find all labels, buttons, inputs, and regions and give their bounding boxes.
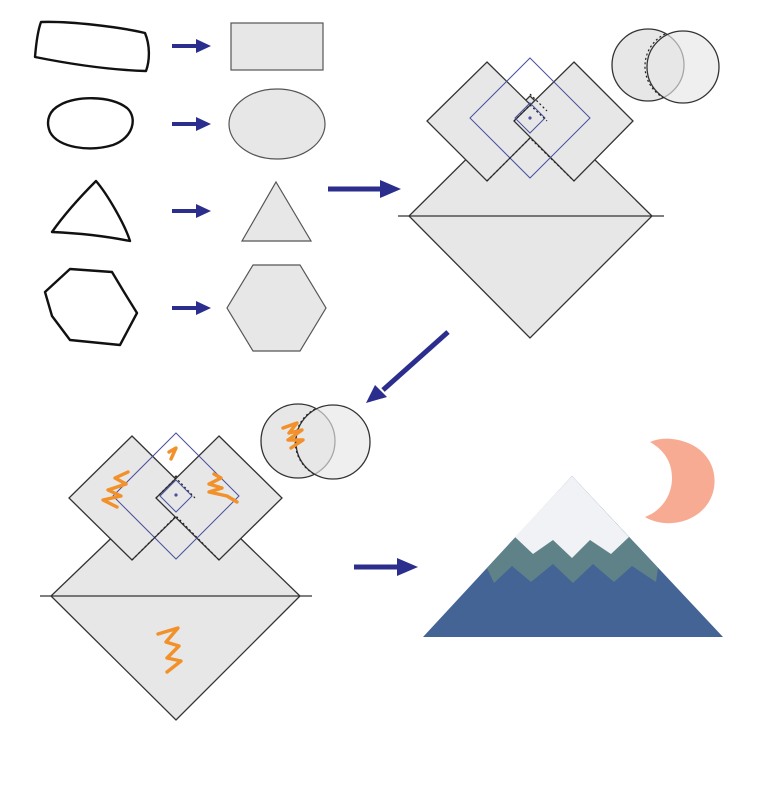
clean-rectangle bbox=[230, 22, 324, 71]
sketch-row-triangle bbox=[50, 179, 313, 243]
annotated-overlap-dotted-2 bbox=[155, 477, 196, 499]
arrow-rectangle bbox=[172, 39, 211, 53]
final-illustration bbox=[423, 438, 723, 637]
annotated-guide-center-dot bbox=[174, 493, 178, 497]
scribble-circle bbox=[281, 421, 305, 450]
annotated-venn-overlap-dotted bbox=[294, 408, 317, 476]
clean-hexagon bbox=[226, 264, 327, 352]
clean-ellipse bbox=[228, 88, 326, 160]
annotated-right-diamond bbox=[155, 435, 283, 561]
scribble-top-hook bbox=[167, 446, 178, 461]
snow-cap bbox=[515, 476, 629, 558]
rough-triangle-sketch bbox=[50, 179, 132, 243]
arrow-to-annotation bbox=[366, 330, 450, 403]
arrow-to-final bbox=[354, 558, 418, 576]
venn-circles bbox=[611, 28, 720, 104]
construction-composition bbox=[398, 28, 720, 339]
arrow-ellipse bbox=[172, 117, 211, 131]
annotated-composition bbox=[40, 403, 371, 721]
arrow-to-construction bbox=[328, 180, 401, 198]
scribble-right-diamond bbox=[207, 472, 239, 504]
guide-diamond-outer bbox=[469, 57, 591, 179]
venn-right-circle bbox=[646, 30, 720, 104]
crescent-moon bbox=[645, 438, 715, 524]
scribble-bottom-diamond bbox=[156, 626, 183, 674]
annotated-venn-circles bbox=[260, 403, 371, 480]
arrow-hexagon bbox=[172, 301, 211, 315]
rough-rectangle-sketch bbox=[33, 20, 151, 73]
guide-diamond-inner bbox=[514, 102, 546, 134]
rough-ellipse-sketch bbox=[46, 97, 134, 150]
clean-triangle bbox=[240, 180, 313, 242]
venn-overlap-dotted bbox=[644, 33, 667, 100]
scribble-left-diamond bbox=[101, 470, 130, 509]
guide-center-dot bbox=[528, 116, 532, 120]
annotated-venn-right-circle bbox=[295, 404, 371, 480]
arrow-triangle bbox=[172, 204, 211, 218]
rough-hexagon-sketch bbox=[43, 267, 139, 347]
sketch-row-ellipse bbox=[46, 88, 326, 160]
sketch-row-rectangle bbox=[33, 20, 324, 73]
overlap-dotted-2 bbox=[513, 104, 548, 122]
annotated-guide-diamond-inner bbox=[159, 479, 193, 513]
sketch-row-hexagon bbox=[43, 264, 327, 352]
